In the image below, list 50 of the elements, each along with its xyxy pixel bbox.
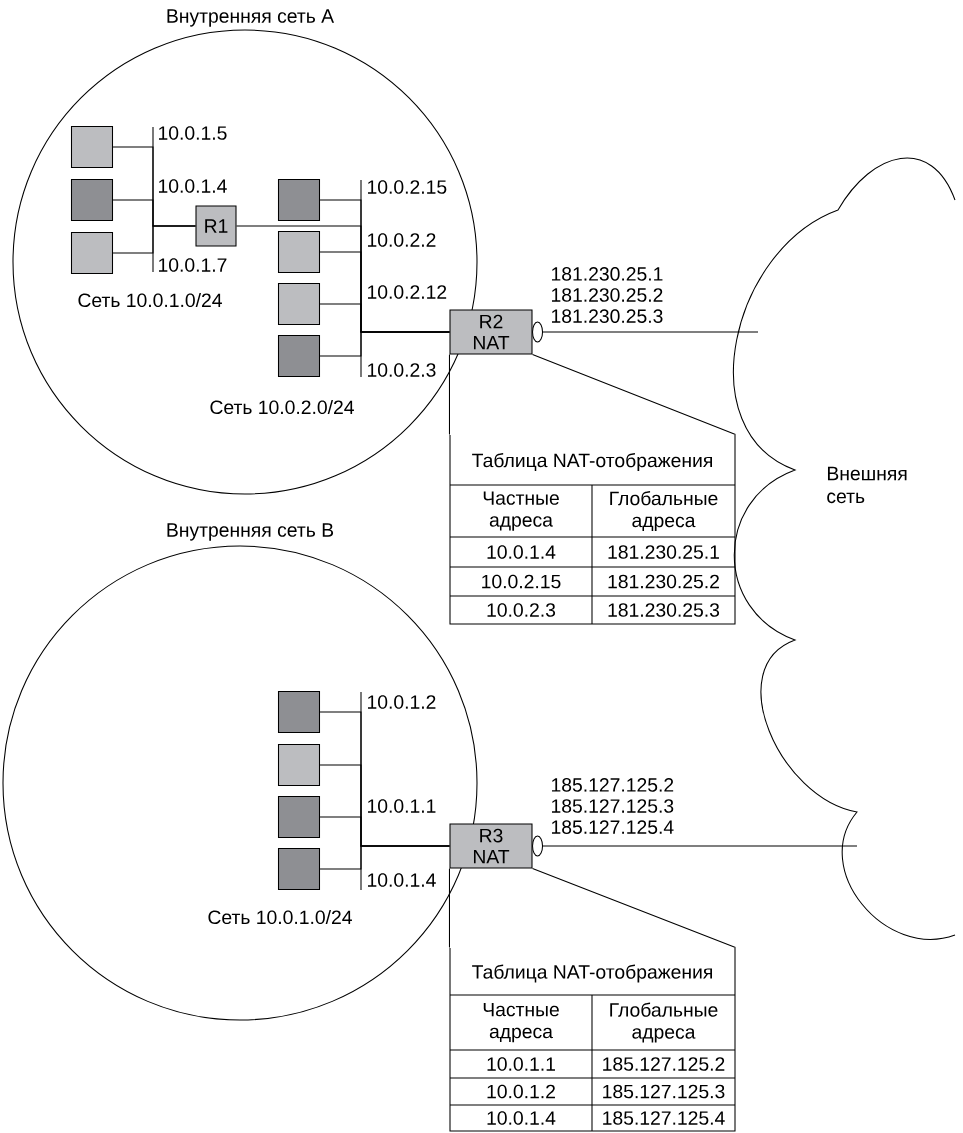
host-box [277,743,321,787]
host-box [277,335,321,378]
network-title: Внутренняя сеть A [167,9,335,27]
host-box [70,232,114,275]
table-cell: 181.230.25.3 [608,603,720,617]
address-label: Сеть 10.0.1.0/24 [208,909,352,925]
address-label: Сеть 10.0.1.0/24 [78,292,222,308]
table-cell: 185.127.125.2 [603,1057,725,1071]
table-title: Таблица NAT-отображения [472,964,712,983]
router-box: R1 [195,205,237,247]
edge-label: 185.127.125.2 185.127.125.3 185.127.125.4 [552,778,674,834]
address-label: 10.0.1.4 [159,179,227,193]
table-cell: 181.230.25.1 [608,545,719,559]
address-label: 10.0.1.5 [159,126,227,140]
table-cell: 10.0.1.4 [487,545,556,559]
address-label: 10.0.1.7 [159,258,227,272]
host-box [70,125,114,169]
table-cell: 181.230.25.2 [608,574,719,589]
table-header: Частные адреса [483,491,559,531]
address-label: Сеть 10.0.2.0/24 [210,399,354,415]
network-title: Внутренняя сеть B [167,523,334,541]
address-label: 10.0.2.15 [368,180,447,194]
host-box [277,179,321,222]
host-box [277,847,321,891]
edge-label: 181.230.25.1 181.230.25.2 181.230.25.3 [552,267,663,323]
table-title: Таблица NAT-отображения [472,452,712,472]
table-cell: 10.0.2.3 [487,603,556,617]
table-cell: 185.127.125.3 [603,1084,725,1099]
host-box [277,231,321,274]
address-label: 10.0.1.1 [368,799,436,813]
address-label: 10.0.2.3 [368,363,436,377]
table-header: Глобальные адреса [610,490,718,532]
table-cell: 10.0.1.1 [487,1057,555,1071]
table-cell: 185.127.125.4 [603,1111,725,1125]
address-label: 10.0.1.2 [368,695,436,709]
router-box: R2 NAT [449,309,533,355]
table-cell: 10.0.1.4 [487,1111,556,1125]
router-box: R3 NAT [449,823,533,869]
host-box [277,283,321,326]
table-header: Частные адреса [483,1002,559,1043]
host-box [277,795,321,839]
host-box [70,179,114,222]
address-label: 10.0.2.12 [368,285,447,299]
table-cell: 10.0.1.2 [487,1084,555,1099]
address-label: 10.0.2.2 [368,233,436,247]
host-box [277,691,321,734]
table-header: Глобальные адреса [610,1002,718,1043]
table-cell: 10.0.2.15 [482,574,561,589]
cloud-label: Внешняя сеть [827,466,907,504]
address-label: 10.0.1.4 [368,873,436,887]
